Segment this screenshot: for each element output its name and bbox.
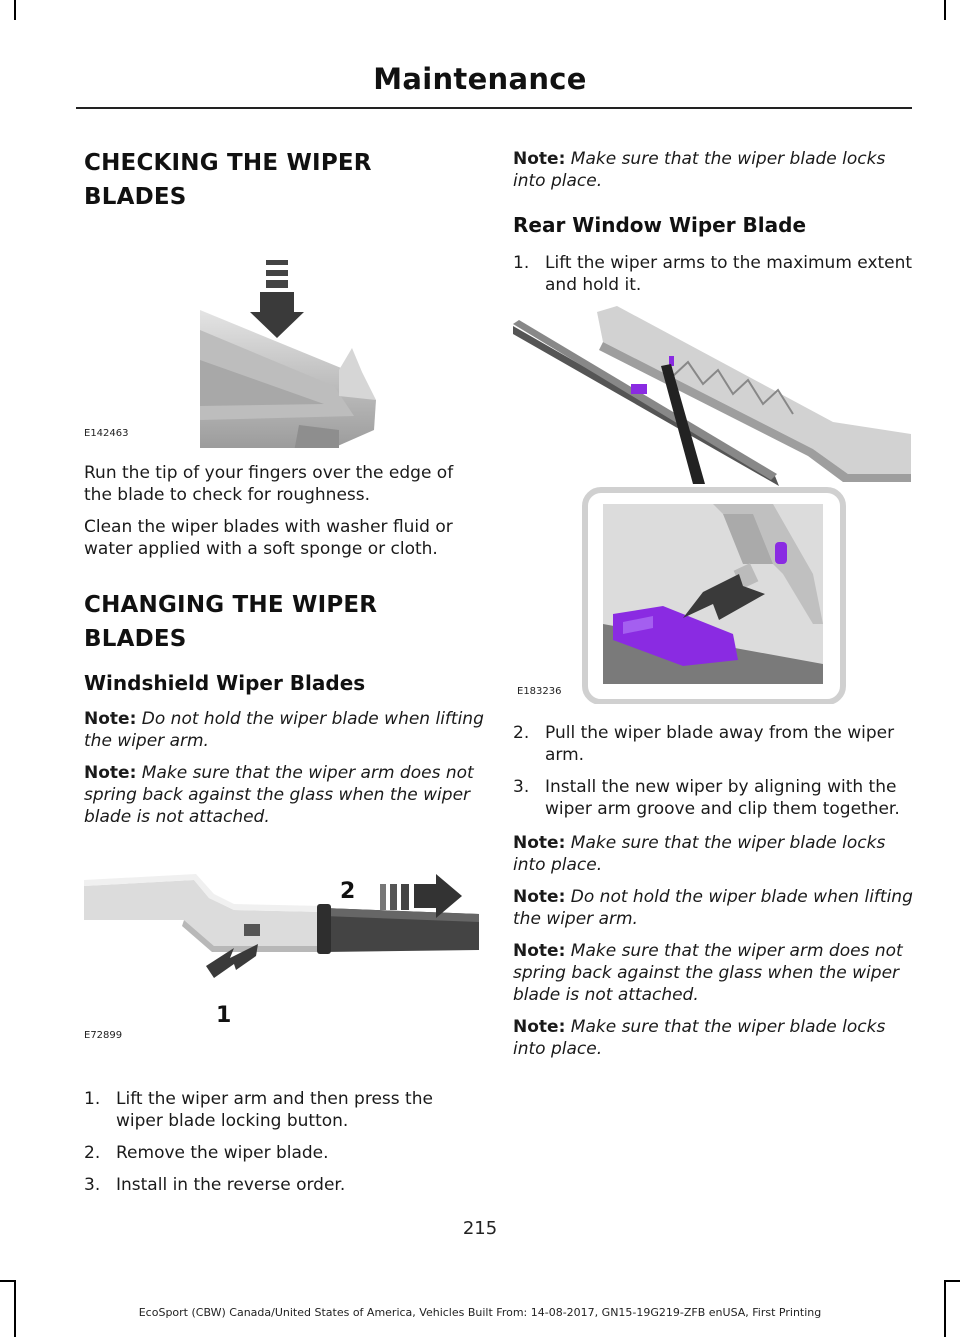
callout-1: 1 [216,1003,231,1028]
rear-wiper-illustration [513,306,911,705]
note-label: Note: [513,941,566,961]
figure-code: E183236 [517,686,562,697]
step-number: 3. [513,777,530,797]
list-item: 1. Lift the wiper arms to the maximum ext… [513,252,913,296]
crop-mark-top-right-v [944,0,946,20]
note-label: Note: [84,763,137,783]
step-number: 2. [513,723,530,743]
step-text: Install the new wiper by aligning with t… [545,777,900,819]
step-text: Lift the wiper arm and then press the wi… [116,1089,433,1131]
list-item: 2. Remove the wiper blade. [84,1142,484,1164]
note-label: Note: [513,1017,566,1037]
section-title-changing: CHANGING THE WIPER BLADES [84,592,378,652]
windshield-steps-list: 1. Lift the wiper arm and then press the … [84,1088,484,1196]
callout-2: 2 [340,879,355,904]
list-item: 1. Lift the wiper arm and then press the … [84,1088,484,1132]
note-text: Do not hold the wiper blade when lifting… [513,887,913,929]
note-spring-back: Note: Make sure that the wiper arm does … [84,762,484,828]
rear-steps-list: 2. Pull the wiper blade away from the wip… [513,722,913,820]
note-locks-into-place: Note: Make sure that the wiper blade loc… [513,1016,913,1060]
right-column: Note: Make sure that the wiper blade loc… [513,148,913,1060]
step-number: 1. [513,253,530,273]
note-text: Make sure that the wiper arm does not sp… [513,941,903,1005]
note-text: Do not hold the wiper blade when lifting… [84,709,484,751]
figure-code: E142463 [84,428,129,439]
figure-wiper-edge: E142463 [84,220,484,452]
figure-code: E72899 [84,1030,123,1041]
step-number: 3. [84,1175,101,1195]
crop-mark-bottom-right-v [944,1280,946,1337]
footer-publication-info: EcoSport (CBW) Canada/United States of A… [138,1306,822,1319]
list-item: 3. Install the new wiper by aligning with… [513,776,925,820]
figure-windshield-blade: 2 1 E72899 [84,850,484,1060]
figure-rear-wiper: E183236 [513,304,913,705]
step-number: 1. [84,1089,101,1109]
crop-mark-bottom-left-h [0,1280,16,1282]
note-label: Note: [513,149,566,169]
list-item: 3. Install in the reverse order. [84,1174,484,1196]
note-text: Make sure that the wiper blade locks int… [513,833,886,875]
note-spring-back: Note: Make sure that the wiper arm does … [513,940,913,1006]
step-text: Install in the reverse order. [116,1175,346,1195]
page-number: 215 [462,1218,498,1239]
note-label: Note: [84,709,137,729]
note-label: Note: [513,887,566,907]
note-locks-into-place: Note: Make sure that the wiper blade loc… [513,148,913,192]
list-item: 2. Pull the wiper blade away from the wip… [513,722,917,766]
subsection-title-windshield: Windshield Wiper Blades [84,671,366,695]
section-title-checking: CHECKING THE WIPER BLADES [84,150,372,210]
note-locks-into-place: Note: Make sure that the wiper blade loc… [513,832,913,876]
step-text: Lift the wiper arms to the maximum exten… [545,253,913,295]
paragraph-check-roughness: Run the tip of your fingers over the edg… [84,463,454,505]
wiper-edge-illustration [200,260,376,452]
header-divider [76,107,912,109]
subsection-title-rear: Rear Window Wiper Blade [513,213,807,237]
left-column: CHECKING THE WIPER BLADES E142463 Run th… [84,130,484,1196]
crop-mark-bottom-right-h [944,1280,960,1282]
paragraph-clean-blades: Clean the wiper blades with washer fluid… [84,517,453,559]
rear-step-1-list: 1. Lift the wiper arms to the maximum ext… [513,252,913,296]
step-number: 2. [84,1143,101,1163]
step-text: Remove the wiper blade. [116,1143,329,1163]
step-text: Pull the wiper blade away from the wiper… [545,723,895,765]
windshield-blade-illustration: 2 1 [84,874,479,1028]
note-do-not-hold: Note: Do not hold the wiper blade when l… [513,886,913,930]
note-label: Note: [513,833,566,853]
note-text: Make sure that the wiper blade locks int… [513,149,886,191]
crop-mark-top-left-v [14,0,16,20]
note-text: Make sure that the wiper arm does not sp… [84,763,474,827]
note-text: Make sure that the wiper blade locks int… [513,1017,886,1059]
crop-mark-bottom-left-v [14,1280,16,1337]
page-title: Maintenance [373,62,587,96]
note-do-not-hold: Note: Do not hold the wiper blade when l… [84,708,484,752]
